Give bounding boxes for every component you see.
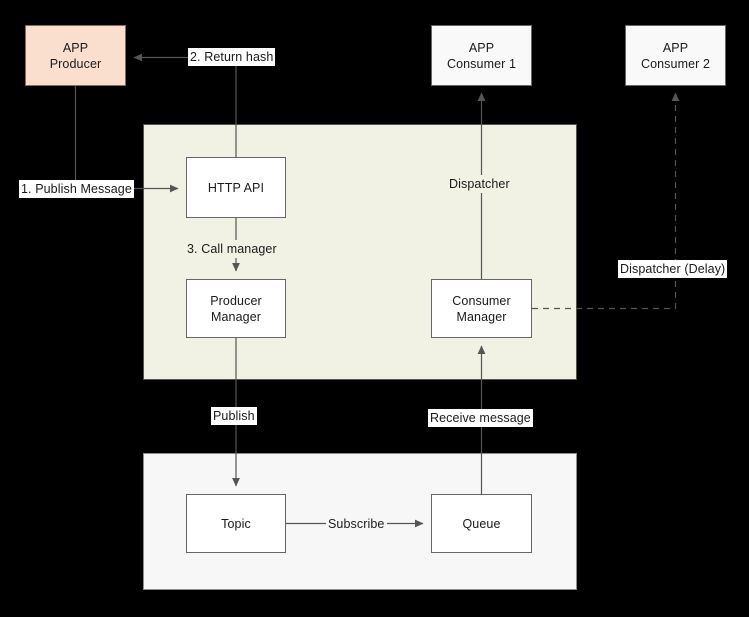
node-http-api[interactable]: HTTP API (186, 157, 286, 218)
node-app-producer[interactable]: APP Producer (25, 25, 126, 86)
edge-label-dispatcher: Dispatcher (447, 175, 512, 193)
node-producer-manager[interactable]: Producer Manager (186, 279, 286, 338)
node-app-consumer-2[interactable]: APP Consumer 2 (625, 25, 726, 86)
edge-label-dispatcher-delay: Dispatcher (Delay) (618, 260, 728, 278)
node-app-consumer-1[interactable]: APP Consumer 1 (431, 25, 532, 86)
node-consumer-manager[interactable]: Consumer Manager (431, 279, 532, 338)
edge-label-subscribe: Subscribe (326, 515, 387, 533)
edge-label-publish: Publish (211, 407, 257, 425)
edge-label-receive-message: Receive message (428, 409, 533, 427)
node-queue[interactable]: Queue (431, 494, 532, 553)
edge-label-return-hash: 2. Return hash (188, 48, 276, 66)
edge-label-publish-message: 1. Publish Message (19, 180, 134, 198)
edge-label-call-manager: 3. Call manager (185, 240, 279, 258)
node-topic[interactable]: Topic (186, 494, 286, 553)
